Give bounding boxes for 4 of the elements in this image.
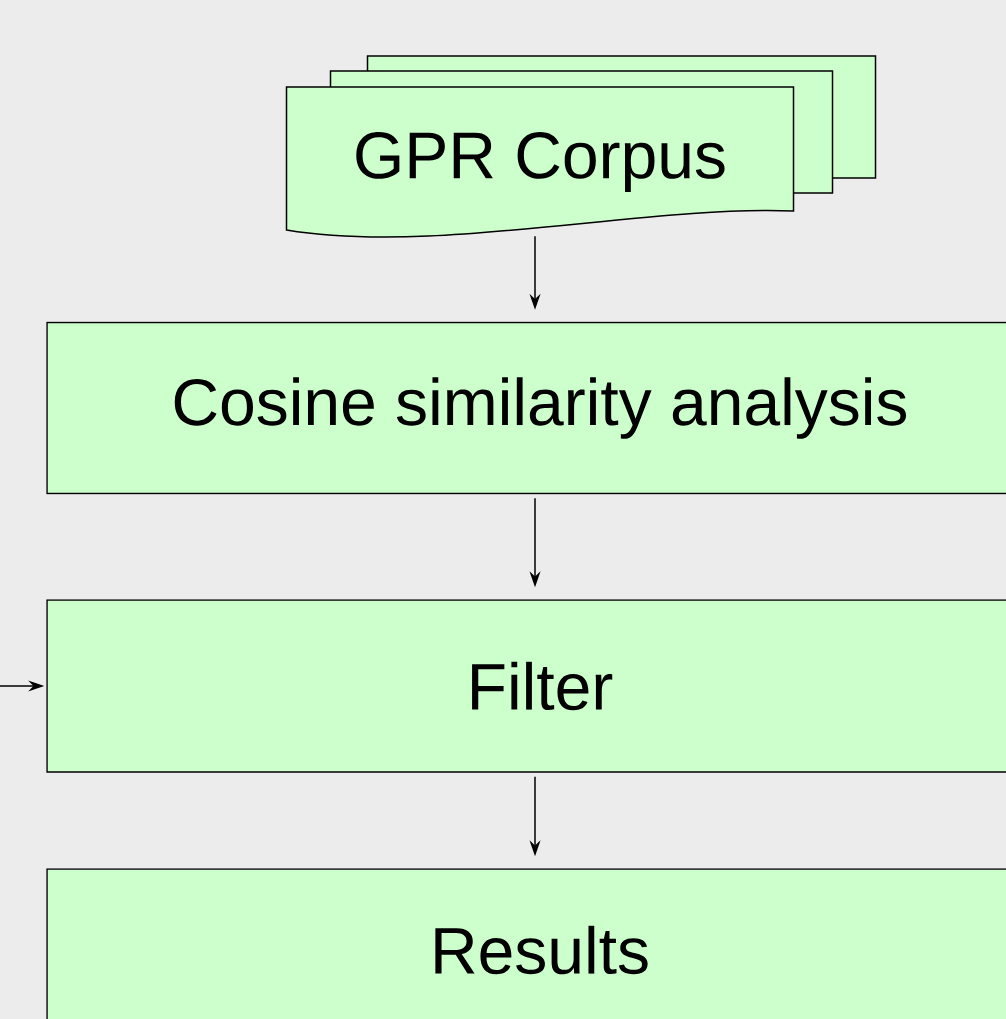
document-stack: GPR Corpus: [285, 55, 877, 238]
process-box: Filter: [46, 599, 1006, 773]
process-box: Cosine similarity analysis: [46, 321, 1006, 495]
process-box: Results: [46, 868, 1006, 1019]
